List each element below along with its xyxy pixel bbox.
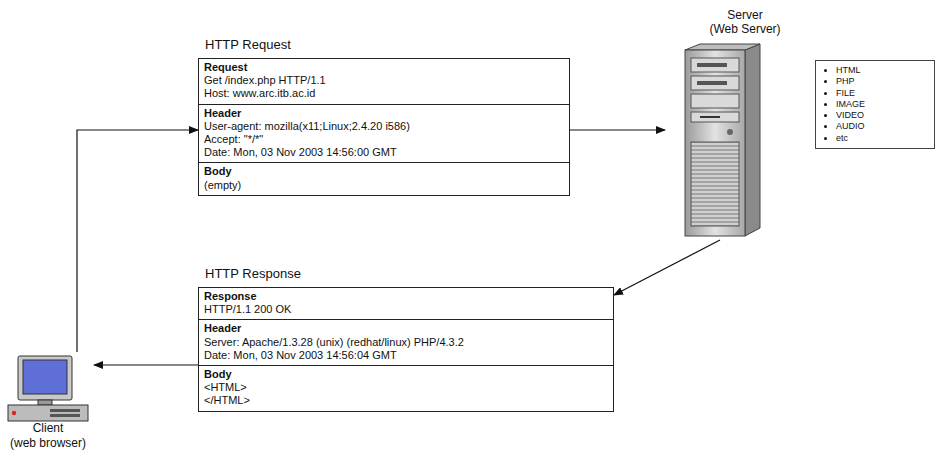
- body-section: Body(empty): [199, 162, 569, 194]
- message-line: Date: Mon, 03 Nov 2003 14:56:04 GMT: [204, 349, 608, 362]
- list-item: IMAGE: [836, 99, 930, 110]
- request-box: HTTP RequestRequestGet /index.php HTTP/1…: [198, 58, 570, 196]
- client-computer: Client(web browser): [2, 352, 94, 450]
- client-computer: [8, 356, 88, 421]
- list-item: VIDEO: [836, 110, 930, 121]
- message-line: Server: Apache/1.3.28 (unix) (redhat/lin…: [204, 336, 608, 349]
- message-line: HTTP/1.1 200 OK: [204, 303, 608, 316]
- panel-title: HTTP Request: [205, 37, 291, 52]
- list-item: AUDIO: [836, 121, 930, 132]
- section-heading: Body: [204, 368, 608, 381]
- content-type-list: HTMLPHPFILEIMAGEVIDEOAUDIOetc: [815, 60, 935, 149]
- message-line: User-agent: mozilla(x11;Linux;2.4.20 i58…: [204, 120, 564, 133]
- response-box: HTTP ResponseResponseHTTP/1.1 200 OKHead…: [198, 287, 614, 412]
- list-item: FILE: [836, 88, 930, 99]
- request-line-section: RequestGet /index.php HTTP/1.1Host: www.…: [199, 59, 569, 104]
- message-line: Date: Mon, 03 Nov 2003 14:56:00 GMT: [204, 146, 564, 159]
- header-section: HeaderServer: Apache/1.3.28 (unix) (redh…: [199, 319, 613, 365]
- section-heading: Response: [204, 290, 608, 303]
- body-section: Body<HTML></HTML>: [199, 365, 613, 411]
- flow-arrow: [614, 240, 720, 295]
- section-heading: Header: [204, 107, 564, 120]
- flow-arrow: [570, 129, 665, 130]
- message-line: </HTML>: [204, 394, 608, 407]
- section-heading: Request: [204, 61, 564, 74]
- flow-arrow: [77, 130, 198, 352]
- status-line-section: ResponseHTTP/1.1 200 OK: [199, 288, 613, 319]
- message-line: Get /index.php HTTP/1.1: [204, 74, 564, 87]
- header-section: HeaderUser-agent: mozilla(x11;Linux;2.4.…: [199, 104, 569, 163]
- node-caption: Server(Web Server): [675, 8, 815, 37]
- flow-arrow: [94, 364, 198, 365]
- section-heading: Body: [204, 165, 564, 178]
- list-item: etc: [836, 133, 930, 144]
- node-label: Server: [675, 8, 815, 22]
- content-list: HTMLPHPFILEIMAGEVIDEOAUDIOetc: [816, 65, 930, 144]
- server-tower: [685, 44, 760, 236]
- section-heading: Header: [204, 322, 608, 335]
- panel-title: HTTP Response: [205, 266, 301, 281]
- node-caption: Client(web browser): [2, 421, 94, 450]
- node-label: (web browser): [2, 436, 94, 450]
- node-label: Client: [2, 421, 94, 435]
- message-line: <HTML>: [204, 381, 608, 394]
- node-label: (Web Server): [675, 22, 815, 36]
- list-item: PHP: [836, 76, 930, 87]
- web-server: Server(Web Server): [665, 4, 815, 240]
- message-line: Host: www.arc.itb.ac.id: [204, 87, 564, 100]
- list-item: HTML: [836, 65, 930, 76]
- message-line: (empty): [204, 179, 564, 192]
- message-line: Accept: "*/*": [204, 133, 564, 146]
